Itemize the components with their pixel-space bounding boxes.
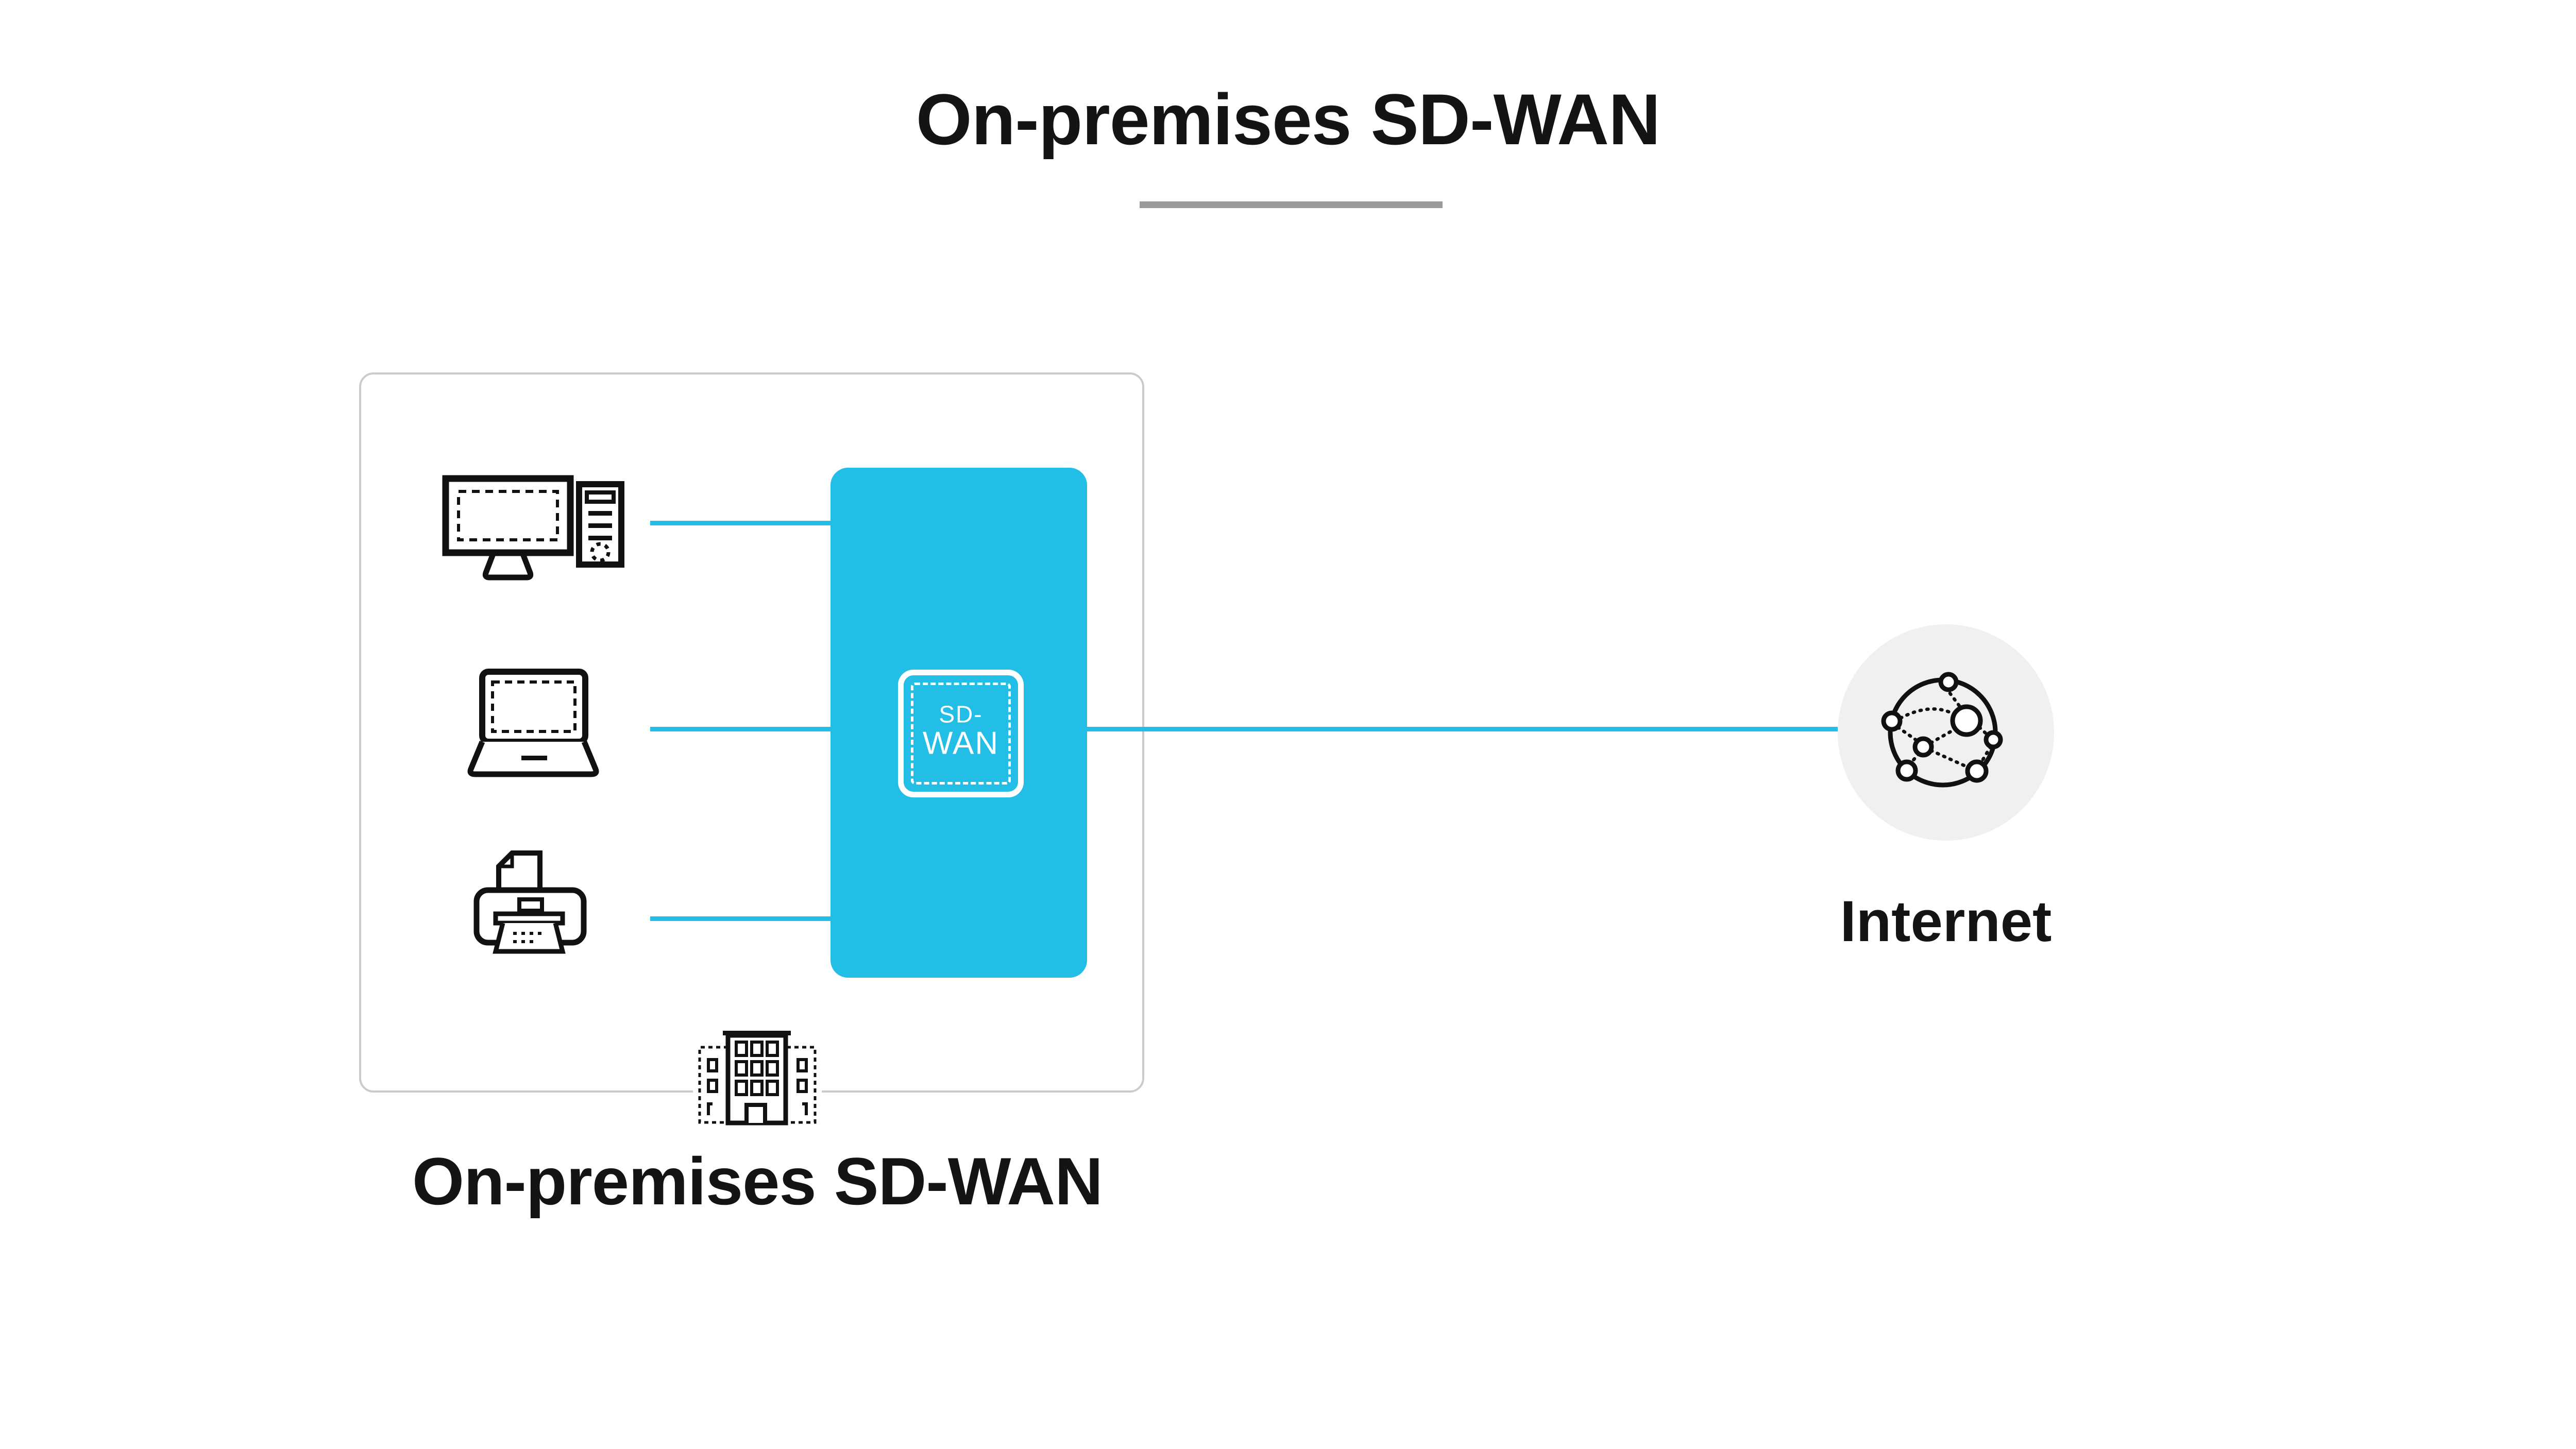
internet-circle: [1838, 624, 2054, 841]
desktop-computer-icon: [442, 475, 624, 586]
title-divider: [1140, 201, 1443, 208]
printer-icon: [473, 846, 591, 966]
connector-printer-to-sdwan: [650, 916, 831, 921]
connector-sdwan-to-internet: [1087, 727, 1838, 731]
sdwan-appliance-box: [831, 468, 1087, 978]
internet-globe-icon: [1881, 671, 2005, 797]
internet-label: Internet: [1840, 889, 2052, 953]
office-building-icon: [693, 1028, 822, 1128]
sdwan-badge: SD- WAN: [898, 670, 1024, 797]
sdwan-badge-dashed-border: [911, 683, 1011, 785]
sdwan-badge-line2: WAN: [922, 725, 999, 761]
laptop-icon: [464, 668, 603, 785]
connector-laptop-to-sdwan: [650, 727, 831, 731]
page-title: On-premises SD-WAN: [916, 79, 1660, 160]
sdwan-badge-line1: SD-: [939, 701, 983, 728]
sdwan-badge-label: SD- WAN: [904, 702, 1018, 760]
on-premises-label: On-premises SD-WAN: [412, 1144, 1103, 1219]
connector-desktop-to-sdwan: [650, 521, 831, 525]
